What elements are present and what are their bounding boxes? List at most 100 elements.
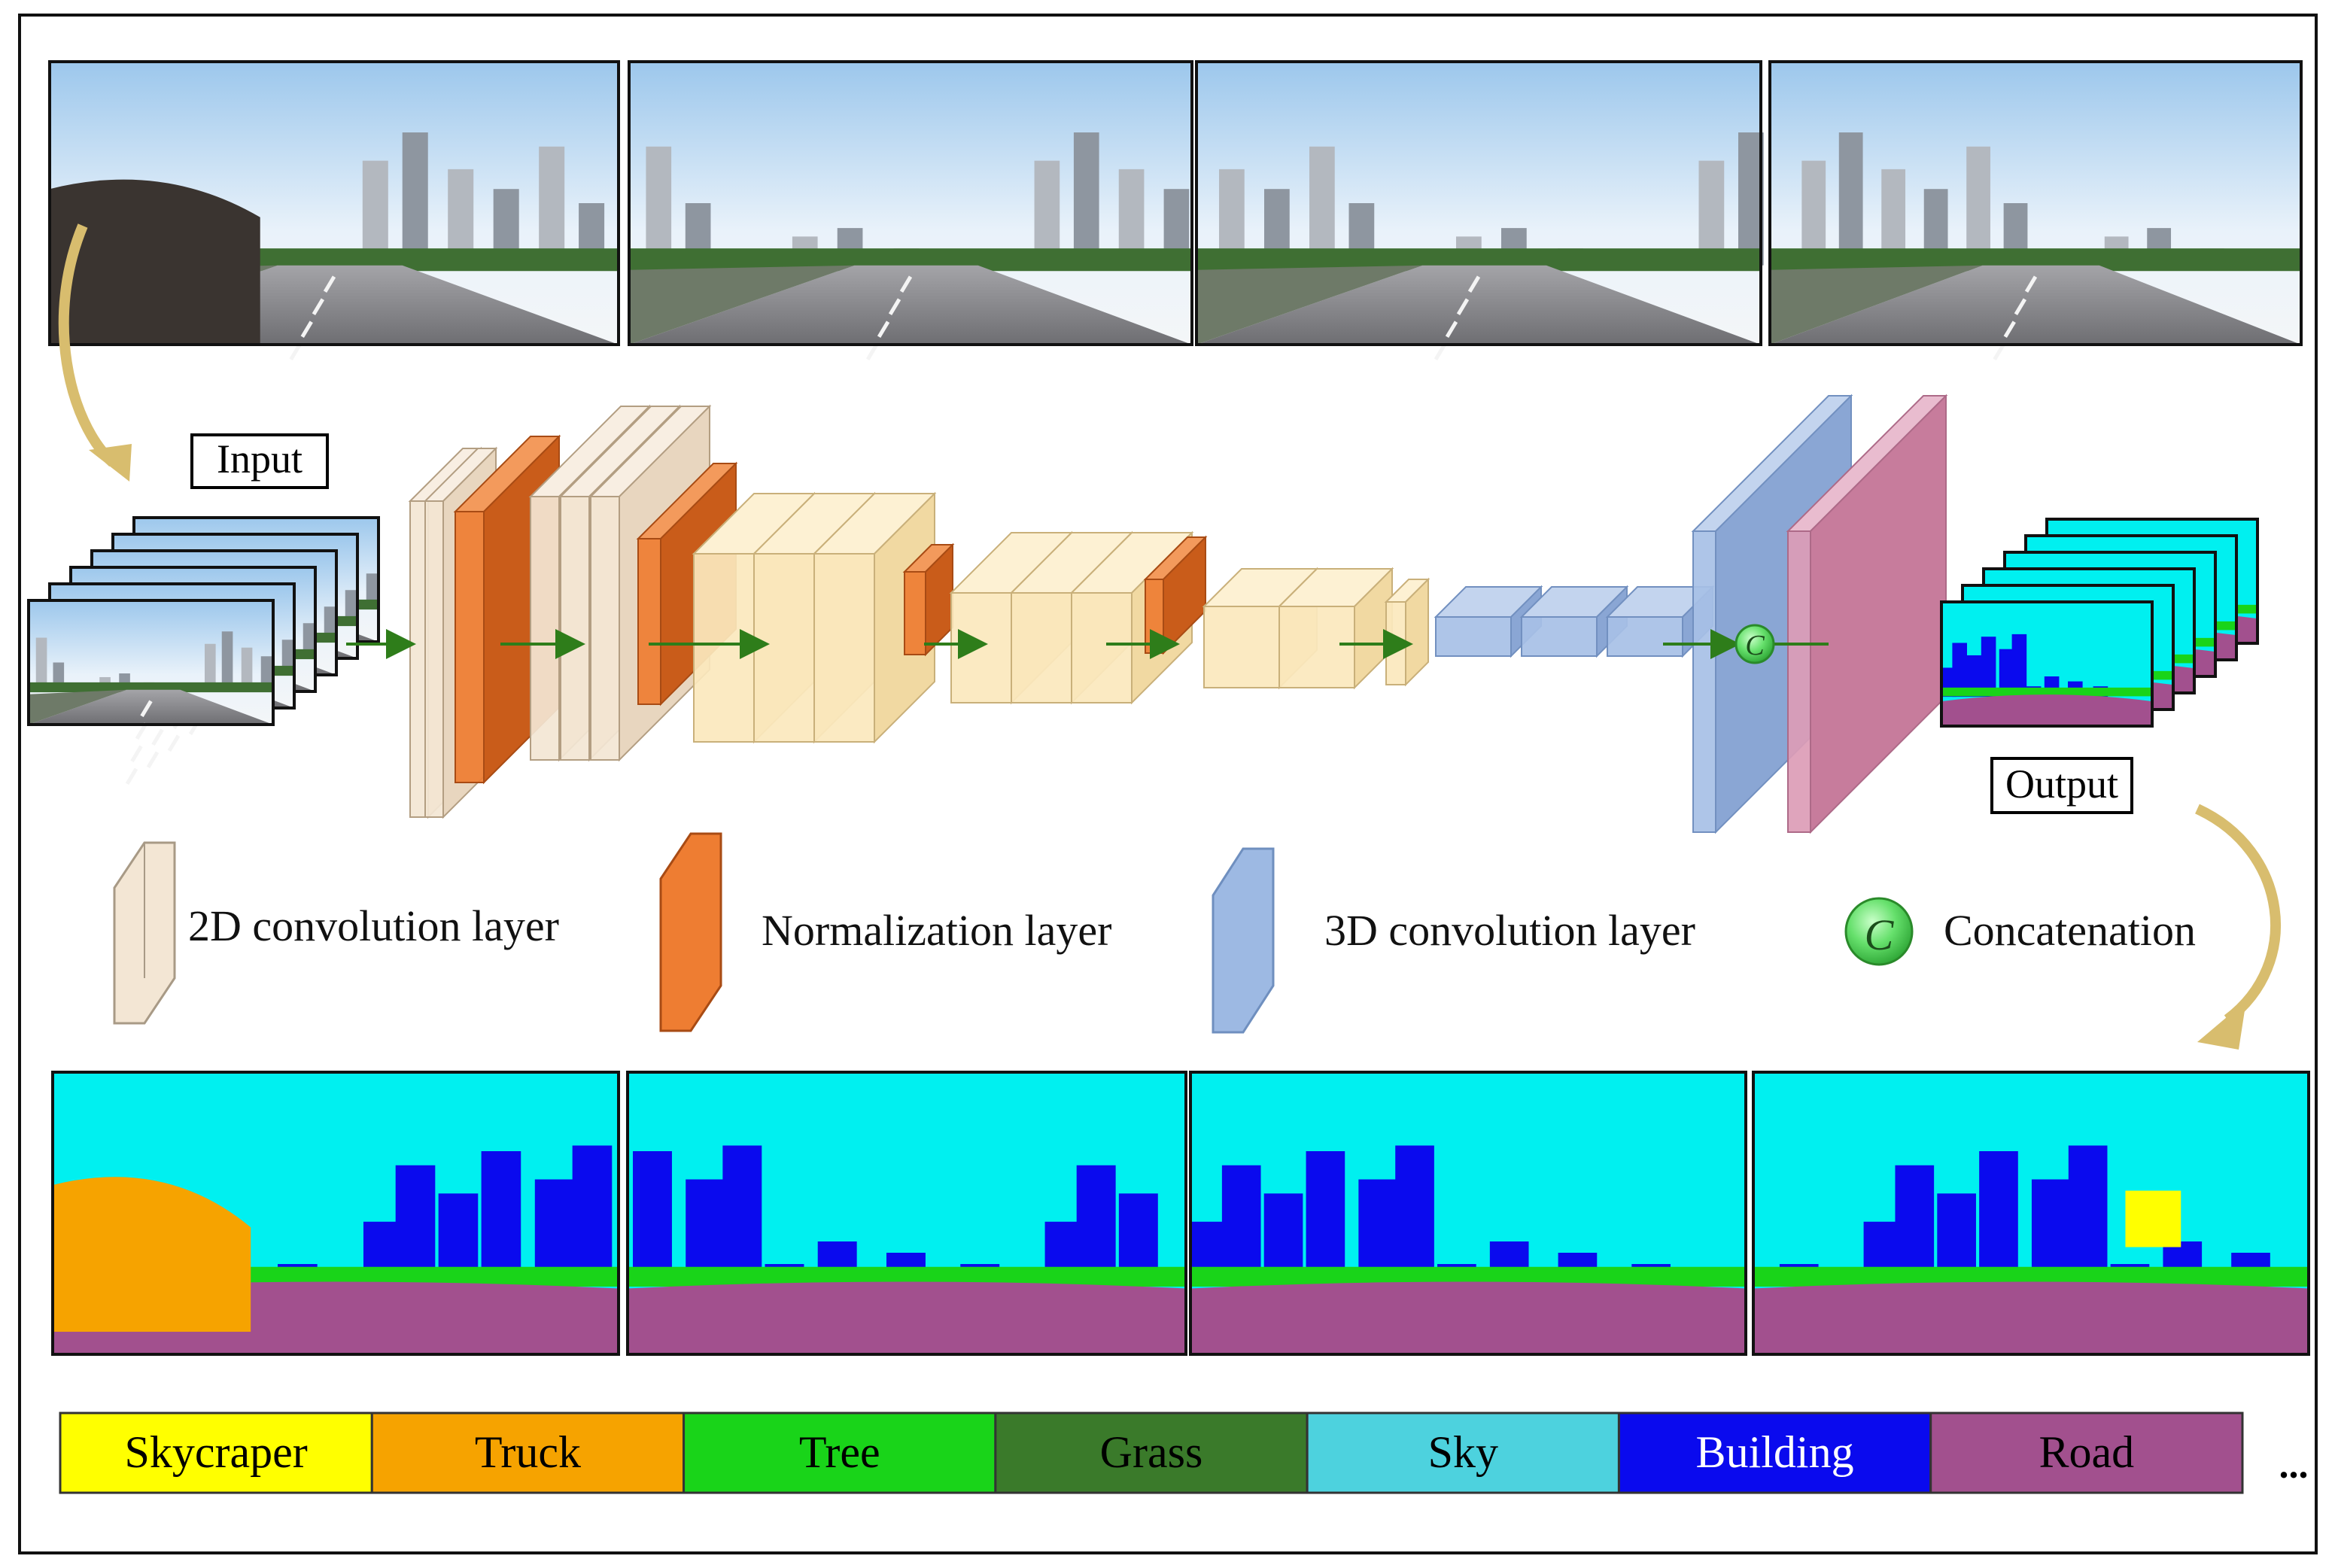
output-stack-frame (1940, 600, 2154, 728)
conv2d-block (1277, 567, 1394, 690)
segmap-building (1395, 1145, 1434, 1284)
class-legend-label: Sky (1428, 1427, 1498, 1477)
output-image-stack (1940, 518, 2259, 728)
class-legend-swatch (1306, 1412, 1620, 1494)
panorama-road (29, 689, 273, 725)
class-legend-item: Sky (1306, 1412, 1620, 1494)
panorama-building (345, 590, 357, 624)
input-stack-frame (27, 599, 275, 786)
segmap-building (1966, 655, 1982, 697)
layer-blocks (408, 394, 1948, 834)
panorama-building (1034, 160, 1060, 266)
class-legend-swatch (1929, 1412, 2244, 1494)
lane-marking (888, 298, 901, 316)
segmap-building (1076, 1165, 1116, 1284)
input-panorama-row (48, 60, 2303, 361)
segmap-frame (1752, 1071, 2310, 1356)
segmap-truck (53, 1177, 251, 1332)
lane-marking (125, 767, 138, 786)
input-panorama (628, 60, 1193, 361)
segmap-skyscraper (2125, 1190, 2181, 1247)
block-face (813, 553, 875, 743)
panorama-road (1770, 265, 2301, 345)
panorama-building (35, 637, 47, 690)
class-legend-label: Truck (475, 1427, 581, 1477)
lane-marking (1456, 298, 1470, 316)
panorama-building (1309, 146, 1335, 266)
panorama-building (281, 640, 293, 673)
lane-marking (130, 745, 143, 763)
segmentation-panorama (626, 1071, 1187, 1356)
lane-marking (300, 321, 313, 339)
panorama-building (1801, 160, 1826, 266)
segmap-building (1999, 649, 2014, 697)
lane-marking (1993, 343, 2005, 361)
lane-marking (1445, 321, 1458, 339)
block-face (1278, 606, 1355, 688)
segmap-road (1941, 694, 2152, 726)
legend-swatch-concat (1844, 897, 1914, 966)
class-legend-swatch (994, 1412, 1309, 1494)
lane-marking (135, 722, 148, 740)
class-legend-label: Tree (799, 1427, 880, 1477)
segmap-building (1895, 1165, 1935, 1284)
norm-block (453, 434, 561, 785)
lane-marking (2014, 298, 2027, 316)
panorama-frame (1195, 60, 1762, 346)
panorama-building (539, 146, 565, 266)
segmap-building (1306, 1151, 1345, 1284)
segmap-building (1358, 1179, 1398, 1284)
concat-node (1735, 624, 1775, 664)
lane-marking (151, 728, 164, 746)
curved-arrow-output (2195, 804, 2282, 1024)
legend-item-conv2d: 2D convolution layer (113, 841, 559, 1025)
segmap-building (633, 1151, 672, 1284)
block-face (1692, 530, 1716, 833)
panorama-roadside (1196, 265, 1422, 345)
lane-marking (2024, 275, 2038, 293)
lane-marking (323, 275, 336, 293)
input-panorama (48, 60, 620, 361)
block-face (1071, 592, 1133, 703)
legend-label-conv2d: 2D convolution layer (188, 901, 559, 950)
block-face (530, 496, 560, 761)
panorama-building (366, 573, 378, 607)
panorama-building (1966, 146, 1990, 266)
panorama-roadside (629, 265, 855, 345)
lane-marking (877, 321, 890, 339)
block-face (904, 571, 926, 655)
segmap-frame (51, 1071, 620, 1356)
block-face (950, 592, 1012, 703)
segmentation-panorama-row (51, 1071, 2310, 1356)
class-legend-label: Road (2039, 1427, 2135, 1477)
legend-swatch-norm (659, 832, 722, 1032)
panorama-building (221, 631, 233, 690)
panorama-building (1838, 132, 1863, 266)
conv2d-block (1384, 577, 1430, 687)
block-face (560, 496, 590, 761)
block-face (424, 500, 444, 818)
input-panorama (1768, 60, 2303, 361)
curved-arrow-output-head (2197, 1001, 2246, 1050)
panorama-road (629, 265, 1192, 345)
input-label: Input (217, 436, 303, 482)
panorama-frame (1768, 60, 2303, 346)
legend-item-conv3d: 3D convolution layer (1212, 847, 1695, 1034)
segmap-building (1221, 1165, 1261, 1284)
segmap-road (1190, 1281, 1746, 1354)
class-legend-item: Grass (994, 1412, 1309, 1494)
lane-marking (289, 343, 302, 361)
panorama-building (646, 146, 672, 266)
panorama-trees (29, 682, 273, 693)
class-legend-item: Truck (370, 1412, 686, 1494)
input-label-box (190, 433, 329, 489)
class-legend-item: Tree (683, 1412, 997, 1494)
concat-node-symbol: C (1745, 630, 1765, 661)
block-face (455, 511, 485, 783)
lane-marking (865, 343, 879, 361)
segmap-building (1979, 1151, 2018, 1284)
panorama-building (402, 132, 428, 266)
input-panorama (1195, 60, 1764, 361)
